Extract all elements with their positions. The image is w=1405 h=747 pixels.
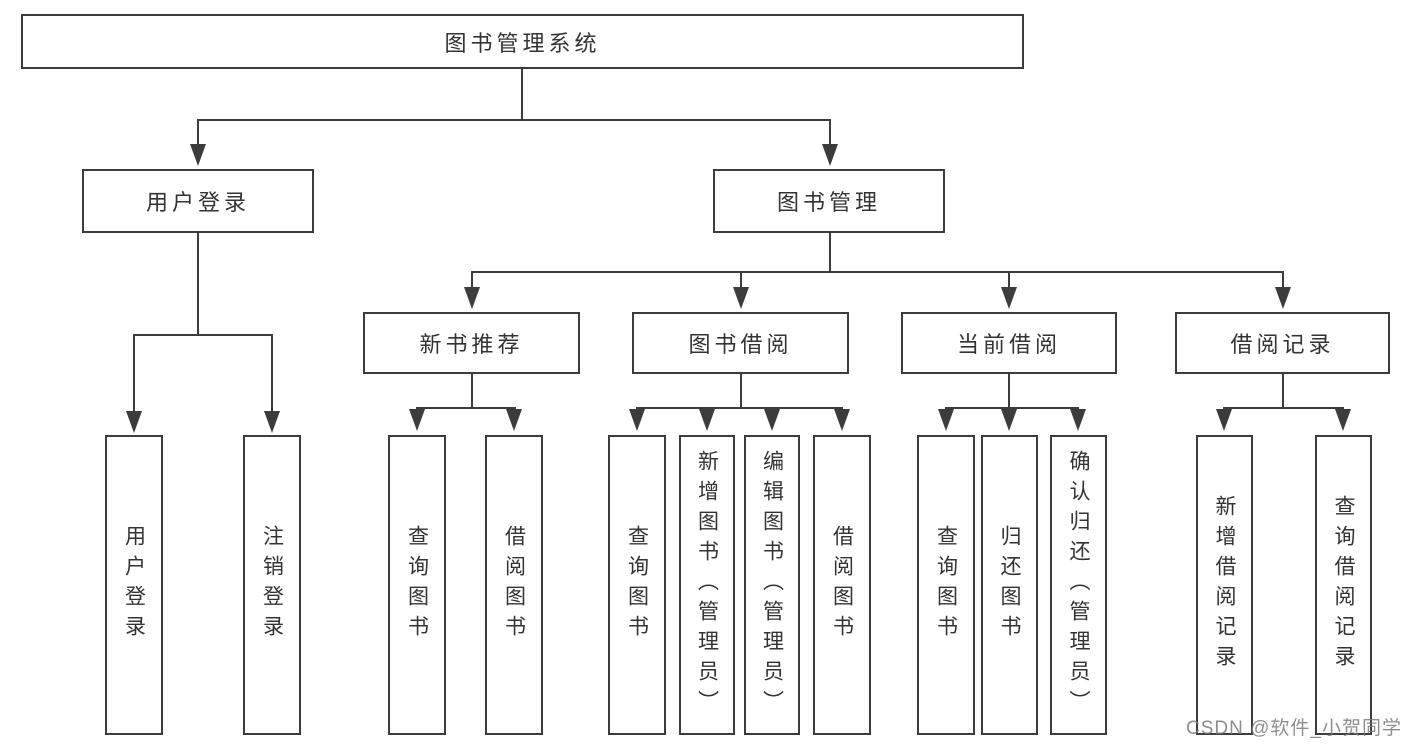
arrow-down-icon [464,287,480,309]
node-label: 图书借阅 [688,332,793,357]
node-label: 编辑图书（管理员） [760,450,784,720]
node-label: 查询图书 [405,525,429,645]
node-label: 借阅图书 [502,525,526,645]
arrow-down-icon [409,409,425,431]
leaf-add-borrow-record: 新增借阅记录 [1196,435,1253,735]
arrow-down-icon [264,411,280,433]
arrow-down-icon [629,409,645,431]
leaf-add-book-admin: 新增图书（管理员） [679,435,735,735]
connector-line [1282,374,1284,407]
arrow-down-icon [1335,409,1351,431]
arrow-down-icon [190,144,206,166]
node-label: 图书管理系统 [444,30,601,56]
connector-line [829,119,831,146]
connector-line [945,407,1079,409]
arrow-down-icon [1275,287,1291,309]
node-label: 归还图书 [998,525,1021,645]
connector-line [471,271,1284,273]
node-label: 用户登录 [145,190,250,215]
connector-line [740,374,742,407]
leaf-confirm-return-admin: 确认归还（管理员） [1050,435,1107,735]
arrow-down-icon [834,409,850,431]
connector-line [416,407,516,409]
connector-line [740,271,742,287]
connector-line [197,233,199,334]
leaf-query-book-recommend: 查询图书 [388,435,446,735]
arrow-down-icon [699,409,715,431]
arrow-down-icon [1001,409,1017,431]
node-borrow-records: 借阅记录 [1175,312,1390,374]
node-label: 当前借阅 [956,332,1061,357]
connector-line [521,69,523,119]
leaf-edit-book-admin: 编辑图书（管理员） [744,435,800,735]
node-label: 注销登录 [260,525,284,645]
leaf-query-book-borrow: 查询图书 [608,435,666,735]
node-user-login: 用户登录 [82,169,314,233]
connector-line [471,271,473,287]
arrow-down-icon [1070,409,1086,431]
node-library-management-system: 图书管理系统 [21,14,1024,69]
arrow-down-icon [1216,409,1232,431]
leaf-borrow-book: 借阅图书 [813,435,871,735]
arrow-down-icon [822,144,838,166]
arrow-down-icon [506,409,522,431]
connector-line [197,119,199,146]
arrow-down-icon [733,287,749,309]
leaf-user-login: 用户登录 [105,435,163,735]
connector-line [197,119,831,121]
leaf-logout: 注销登录 [243,435,301,735]
connector-line [133,334,135,412]
node-label: 借阅记录 [1230,332,1335,357]
leaf-query-book-current: 查询图书 [917,435,975,735]
connector-line [636,407,843,409]
node-label: 新书推荐 [419,332,524,357]
node-new-book-recommend: 新书推荐 [363,312,580,374]
node-label: 用户登录 [122,525,146,645]
arrow-down-icon [1001,287,1017,309]
connector-line [471,374,473,407]
arrow-down-icon [126,411,142,433]
arrow-down-icon [938,409,954,431]
node-label: 新增图书（管理员） [695,450,719,720]
csdn-watermark: CSDN @软件_小贺同学 [1186,718,1402,739]
arrow-down-icon [764,409,780,431]
node-label: 查询图书 [625,525,649,645]
node-label: 新增借阅记录 [1213,495,1236,675]
connector-line [1223,407,1344,409]
node-label: 查询图书 [934,525,958,645]
connector-line [133,334,273,336]
leaf-return-book: 归还图书 [981,435,1038,735]
connector-line [829,233,831,271]
node-label: 确认归还（管理员） [1067,450,1090,720]
connector-line [1008,374,1010,407]
node-current-borrow: 当前借阅 [901,312,1117,374]
leaf-query-borrow-record: 查询借阅记录 [1315,435,1372,735]
node-label: 查询借阅记录 [1332,495,1355,675]
node-label: 借阅图书 [830,525,854,645]
connector-line [271,334,273,412]
node-label: 图书管理 [776,190,881,215]
node-book-management: 图书管理 [713,169,945,233]
connector-line [1008,271,1010,287]
node-book-borrow: 图书借阅 [632,312,849,374]
connector-line [1282,271,1284,287]
leaf-borrow-book-recommend: 借阅图书 [485,435,543,735]
